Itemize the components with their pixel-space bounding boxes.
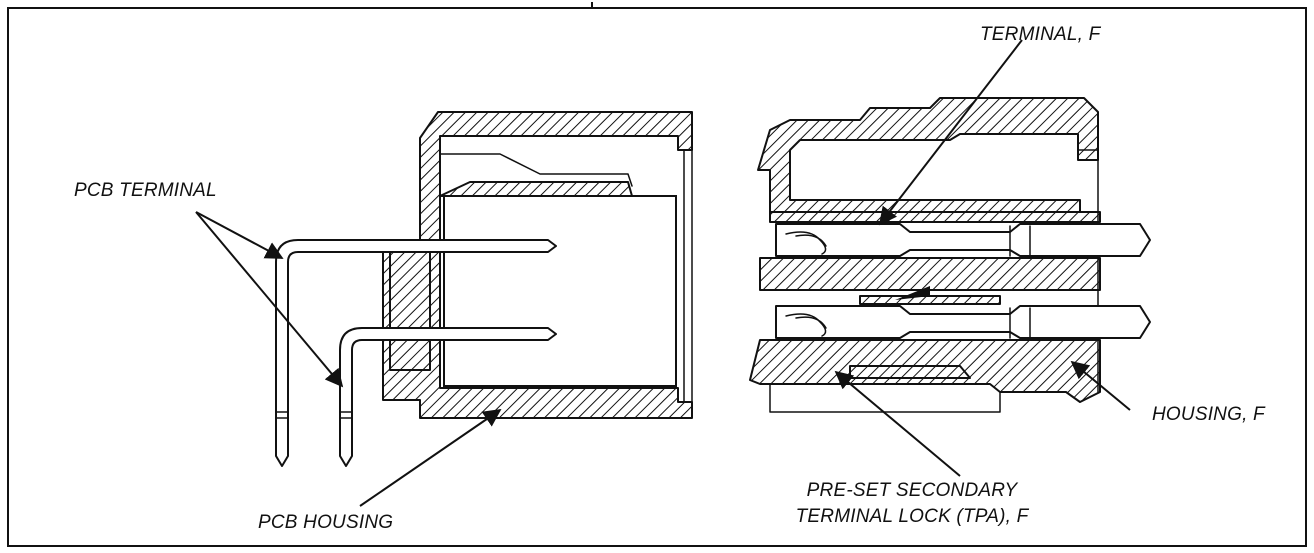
pcb-terminal-lower <box>339 327 557 467</box>
female-terminal-upper <box>775 223 1151 257</box>
label-tpa-line1: PRE-SET SECONDARY <box>807 480 1019 501</box>
label-tpa-line2: TERMINAL LOCK (TPA), F <box>796 506 1030 527</box>
drawing-frame <box>7 2 1307 547</box>
pcb-terminal-leaders <box>195 211 344 388</box>
housing-f-leader <box>1070 360 1131 411</box>
label-pcb-terminal: PCB TERMINAL <box>74 180 217 201</box>
terminal-f-leader <box>878 39 1023 226</box>
label-terminal-f: TERMINAL, F <box>980 24 1102 45</box>
tpa-leader <box>834 370 961 477</box>
pcb-housing <box>382 111 693 419</box>
female-terminal-lower <box>775 305 1151 339</box>
label-housing-f: HOUSING, F <box>1152 404 1266 425</box>
label-pcb-housing: PCB HOUSING <box>258 512 393 533</box>
tpa-lock <box>849 286 1001 379</box>
pcb-housing-leader <box>359 408 502 507</box>
